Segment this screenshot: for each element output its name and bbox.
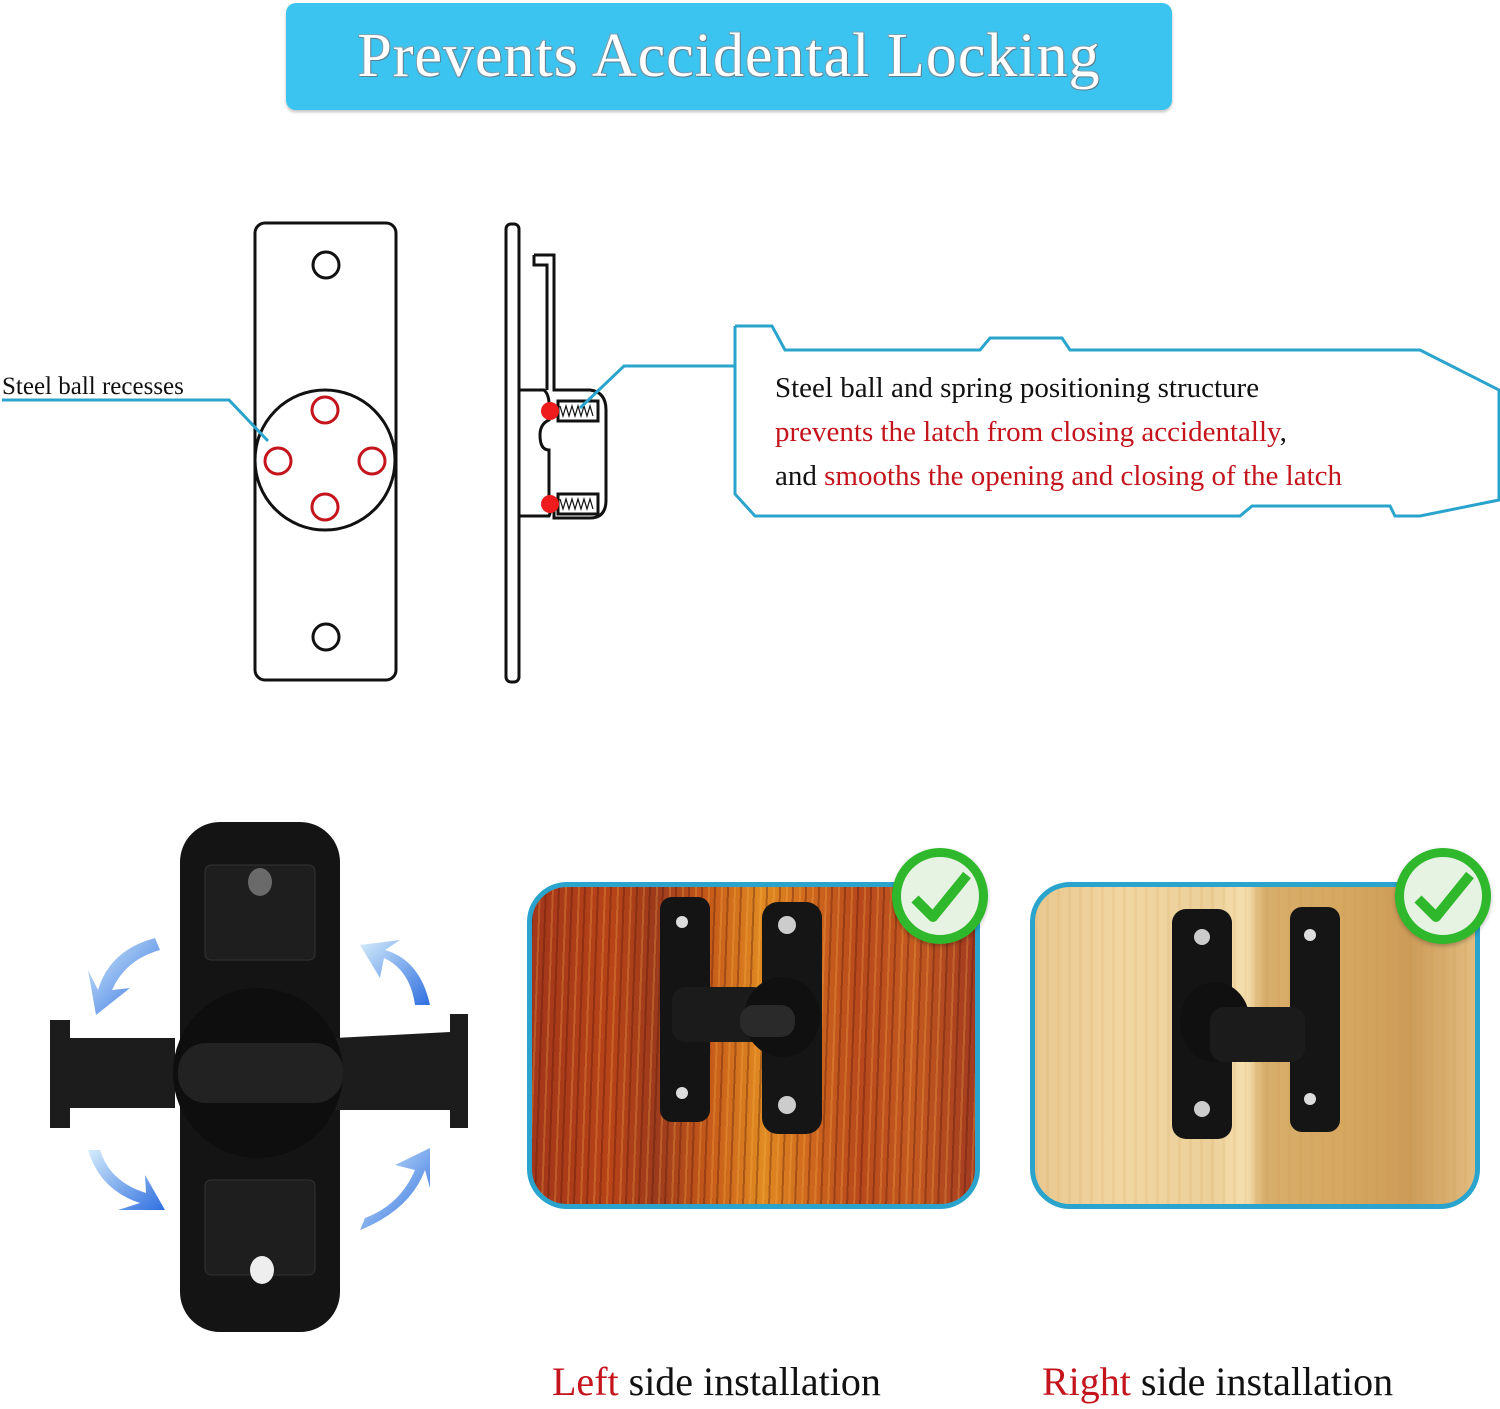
caption-left-rest: side installation <box>618 1359 881 1404</box>
latch-diagram <box>2 221 1500 684</box>
latch-on-dark-wood <box>660 897 822 1134</box>
check-icon-right <box>1395 848 1491 944</box>
product-photo-latch <box>50 822 468 1332</box>
right-installation-photo <box>1030 882 1480 1209</box>
banner-title: Prevents Accidental Locking <box>357 22 1101 90</box>
callout-line-3-black: and <box>775 460 825 492</box>
steel-ball-recesses-label: Steel ball recesses <box>2 373 184 400</box>
caption-right-rest: side installation <box>1130 1359 1394 1404</box>
rotate-arrow-bottom-left <box>88 1150 165 1210</box>
side-view-section <box>504 222 608 684</box>
callout-frame <box>733 324 1500 518</box>
callout-line-3-red: smooths the opening and closing of the l… <box>824 460 1343 492</box>
caption-left-installation: Left side installation <box>552 1358 881 1405</box>
steel-ball-top <box>541 402 559 420</box>
callout-line-2-comma: , <box>1279 416 1287 448</box>
steel-ball-bottom <box>541 495 559 513</box>
caption-right-installation: Right side installation <box>1042 1358 1393 1405</box>
callout-line-2-red: prevents the latch from closing accident… <box>775 416 1280 448</box>
left-installation-photo <box>527 882 980 1209</box>
rotate-arrow-top-right <box>360 940 430 1005</box>
callout-text: Steel ball and spring positioning struct… <box>775 366 1342 498</box>
latch-on-light-wood <box>1172 907 1340 1139</box>
caption-right-highlight: Right <box>1042 1359 1131 1404</box>
rotate-arrow-top-left <box>88 938 160 1015</box>
check-icon-left <box>892 848 988 944</box>
caption-left-highlight: Left <box>552 1359 619 1404</box>
leader-line-recesses <box>2 398 270 443</box>
leader-line-structure <box>578 364 735 410</box>
callout-line-1: Steel ball and spring positioning struct… <box>775 372 1260 404</box>
callout-line-2: prevents the latch from closing accident… <box>775 410 1342 454</box>
front-view-plate <box>253 221 398 682</box>
rotate-arrow-bottom-right <box>360 1148 430 1230</box>
callout-line-3: and smooths the opening and closing of t… <box>775 454 1342 498</box>
title-banner: Prevents Accidental Locking <box>286 3 1172 110</box>
